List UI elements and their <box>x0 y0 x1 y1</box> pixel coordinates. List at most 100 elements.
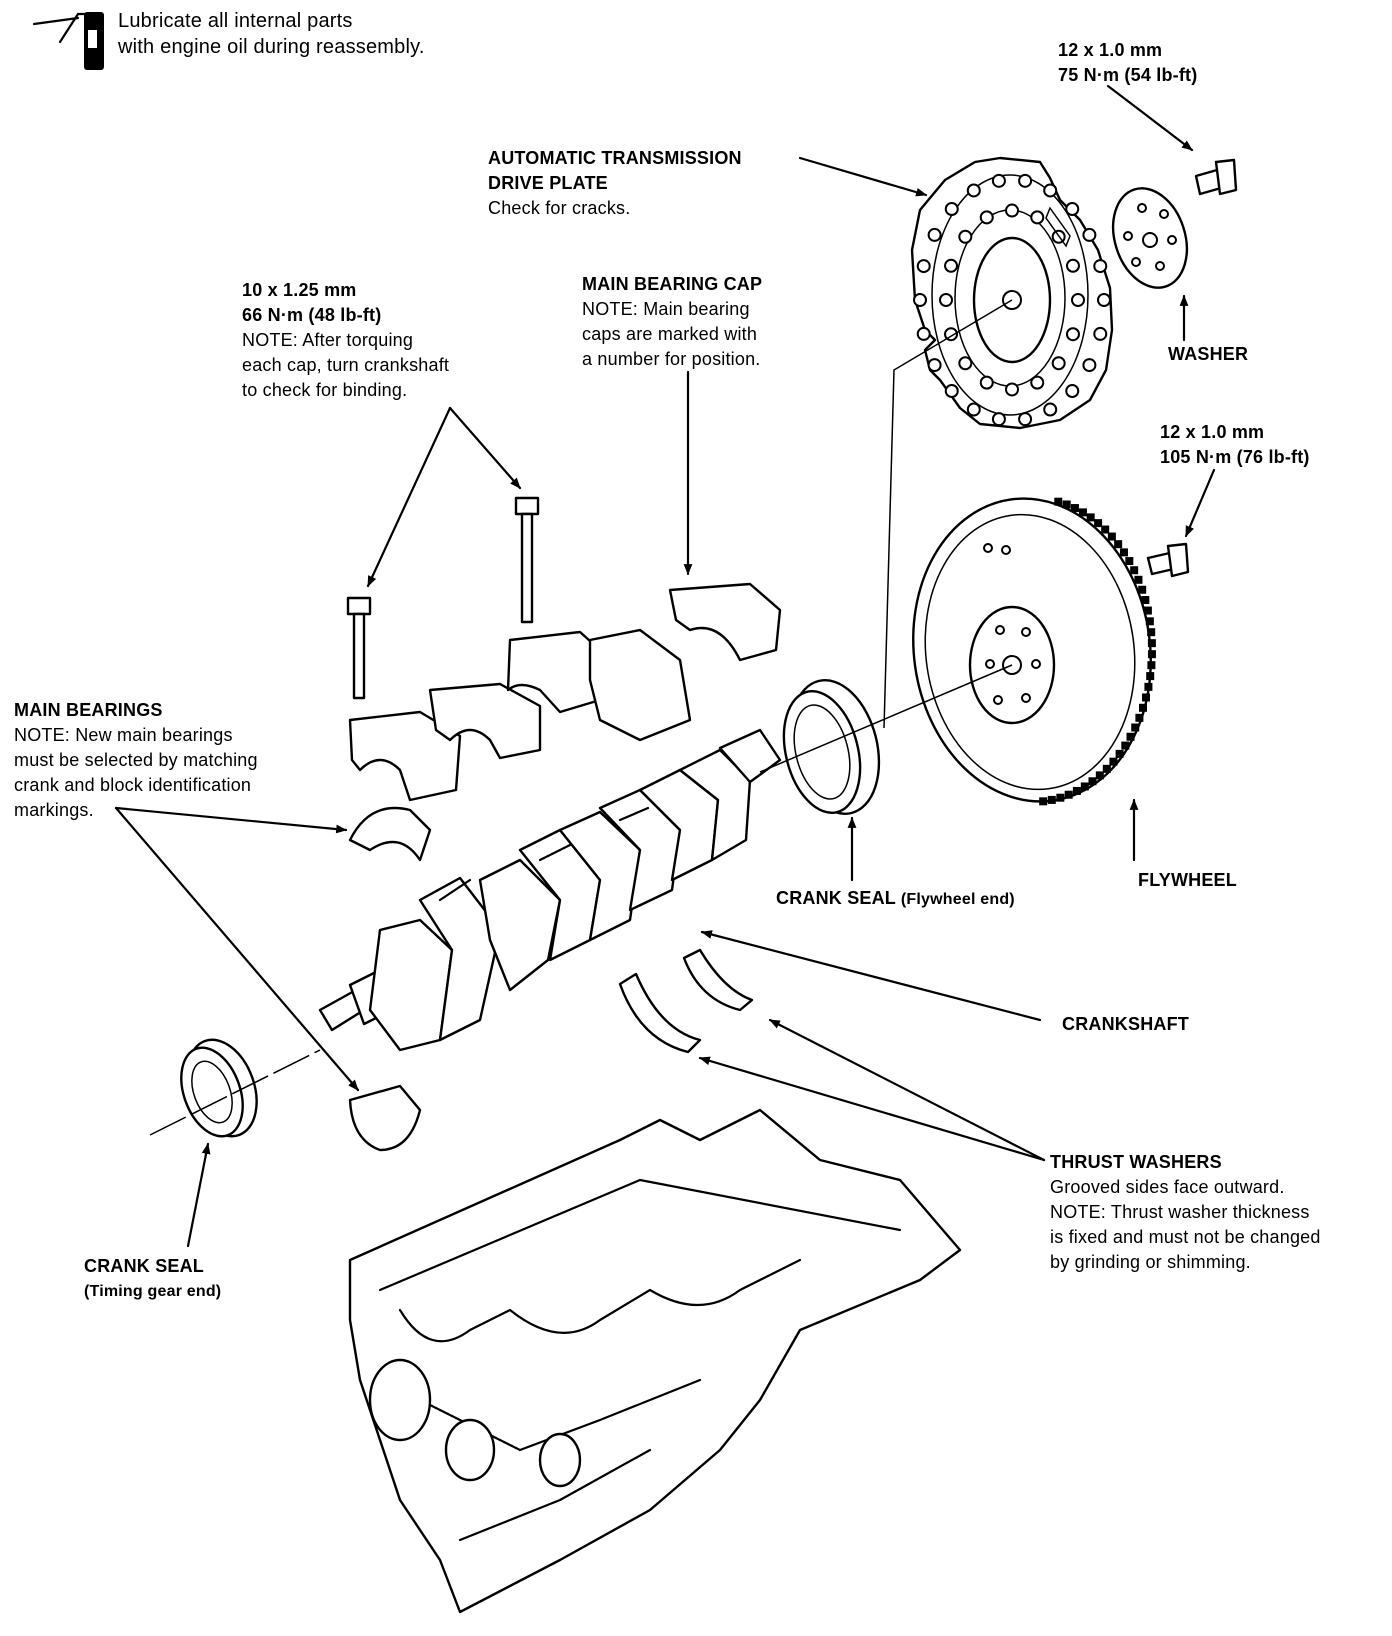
flywheel-title: FLYWHEEL <box>1138 870 1237 890</box>
flywheel-ring-gear-tooth <box>1062 500 1071 509</box>
drive-plate-title-line2: DRIVE PLATE <box>488 173 608 193</box>
drive-plate-note: Check for cracks. <box>488 198 631 218</box>
flywheel-label: FLYWHEEL <box>1138 868 1237 893</box>
flywheel-ring-gear-tooth <box>1125 557 1134 566</box>
main-bearings-note-line1: NOTE: New main bearings <box>14 725 233 745</box>
flywheel-ring-gear-tooth <box>1147 661 1156 670</box>
leader-lines <box>114 84 1216 1248</box>
drive-plate-hole <box>1097 293 1111 307</box>
cap-bolt-spec: 10 x 1.25 mm <box>242 280 357 300</box>
flywheel-ring-gear-tooth <box>1109 757 1118 766</box>
flywheel-ring-gear-tooth <box>1121 741 1130 750</box>
crank-seal-flywheel-label: CRANK SEAL (Flywheel end) <box>776 886 1015 912</box>
drive-plate-hole <box>979 210 994 225</box>
thrust-washers-note-line4: by grinding or shimming. <box>1050 1252 1251 1272</box>
drive-plate-hole <box>916 326 931 341</box>
main-bearing-cap-label: MAIN BEARING CAP NOTE: Main bearing caps… <box>582 272 762 372</box>
cap-bolt-note-line2: each cap, turn crankshaft <box>242 355 450 375</box>
drive-plate-hole <box>1043 402 1058 417</box>
flywheel-ring-gear-tooth <box>1138 585 1147 594</box>
crank-seal-flywheel-part <box>782 679 881 815</box>
drive-plate-hole <box>927 358 942 373</box>
drive-plate-hole <box>927 227 942 242</box>
drive-plate-hole <box>1018 412 1033 427</box>
flywheel-ring-gear-tooth <box>1064 790 1073 799</box>
flywheel-ring-gear-tooth <box>1138 703 1147 712</box>
flywheel-bolt-spec: 12 x 1.0 mm <box>1160 422 1265 442</box>
flywheel-bolt-torque: 105 N·m (76 lb-ft) <box>1160 447 1310 467</box>
drive-plate-bolt-label: 12 x 1.0 mm 75 N·m (54 lb-ft) <box>1058 38 1197 88</box>
flywheel-ring-gear-tooth <box>1102 764 1111 773</box>
washer-label: WASHER <box>1168 342 1248 367</box>
main-bearing-cap-bolt-part <box>346 496 540 700</box>
crankshaft-part <box>318 728 782 1052</box>
drive-plate-hole <box>1065 383 1080 398</box>
drive-plate-hole <box>1030 375 1045 390</box>
flywheel-ring-gear-tooth <box>1086 513 1095 522</box>
crank-seal-flywheel-sub: (Flywheel end) <box>900 891 1015 908</box>
flywheel-ring-gear-tooth <box>1094 519 1103 528</box>
drive-plate-hole <box>1065 327 1080 342</box>
flywheel-ring-gear-tooth <box>1088 777 1097 786</box>
flywheel-ring-gear-tooth <box>1130 566 1139 575</box>
drive-plate-title-line1: AUTOMATIC TRANSMISSION <box>488 148 742 168</box>
flywheel-ring-gear-tooth <box>1147 628 1156 637</box>
drive-plate-hole <box>944 258 959 273</box>
thrust-washers-label: THRUST WASHERS Grooved sides face outwar… <box>1050 1150 1321 1275</box>
flywheel-ring-gear-tooth <box>1143 606 1152 615</box>
flywheel-ring-gear-tooth <box>1115 749 1124 758</box>
thrust-washers-note-line2: NOTE: Thrust washer thickness <box>1050 1202 1310 1222</box>
main-bearing-cap-note-line3: a number for position. <box>582 349 761 369</box>
drive-plate-hole <box>1065 202 1080 217</box>
drive-plate-bolt-spec: 12 x 1.0 mm <box>1058 40 1163 60</box>
crank-seal-timing-title: CRANK SEAL <box>84 1256 205 1276</box>
drive-plate-hole <box>1065 258 1080 273</box>
drive-plate-hole <box>1082 358 1097 373</box>
flywheel-ring-gear-tooth <box>1131 723 1140 732</box>
flywheel-ring-gear-tooth <box>1141 596 1150 605</box>
main-bearing-upper-part <box>348 806 432 862</box>
drive-plate-hole <box>1051 356 1066 371</box>
flywheel-ring-gear-tooth <box>1072 786 1081 795</box>
crank-seal-timing-label: CRANK SEAL (Timing gear end) <box>84 1254 221 1304</box>
drive-plate-hole <box>958 356 973 371</box>
drive-plate-hole <box>1071 293 1085 307</box>
main-bearing-cap-title: MAIN BEARING CAP <box>582 274 763 294</box>
cap-bolt-note-line3: to check for binding. <box>242 380 408 400</box>
flywheel-ring-gear-tooth <box>1142 693 1151 702</box>
main-bearings-title: MAIN BEARINGS <box>14 700 163 720</box>
main-bearing-cap-note-line1: NOTE: Main bearing <box>582 299 750 319</box>
drive-plate-hole <box>1093 326 1108 341</box>
drive-plate-hole <box>1018 173 1033 188</box>
main-bearing-cap-part <box>348 582 782 802</box>
drive-plate-hole <box>991 173 1006 188</box>
flywheel-ring-gear-tooth <box>1080 782 1089 791</box>
flywheel-ring-gear-tooth <box>1135 713 1144 722</box>
drive-plate-hole <box>966 402 981 417</box>
flywheel-ring-gear-tooth <box>1145 617 1154 626</box>
washer-part <box>1111 187 1189 289</box>
flywheel-ring-gear-tooth <box>1101 525 1110 534</box>
drive-plate-hole <box>966 183 981 198</box>
drive-plate-hole <box>1005 382 1019 397</box>
flywheel-ring-gear-tooth <box>1147 639 1156 648</box>
main-bearing-cap-note-line2: caps are marked with <box>582 324 758 344</box>
thrust-washers-note-line1: Grooved sides face outward. <box>1050 1177 1285 1197</box>
flywheel-ring-gear-tooth <box>1119 548 1128 557</box>
flywheel-ring-gear-tooth <box>1070 504 1079 513</box>
flywheel-ring-gear-tooth <box>1047 795 1056 804</box>
flywheel-ring-gear-tooth <box>1134 575 1143 584</box>
flywheel-ring-gear-tooth <box>1146 672 1155 681</box>
drive-plate-hole <box>1082 227 1097 242</box>
drive-plate-hole <box>979 375 994 390</box>
flywheel-part <box>912 497 1156 806</box>
washer-title: WASHER <box>1168 344 1249 364</box>
oil-can-icon <box>32 12 104 70</box>
flywheel-ring-gear-tooth <box>1095 771 1104 780</box>
engine-block-part <box>348 1108 962 1614</box>
drive-plate-part <box>910 156 1114 430</box>
flywheel-ring-gear-tooth <box>1039 797 1048 806</box>
drive-plate-hole <box>944 383 959 398</box>
